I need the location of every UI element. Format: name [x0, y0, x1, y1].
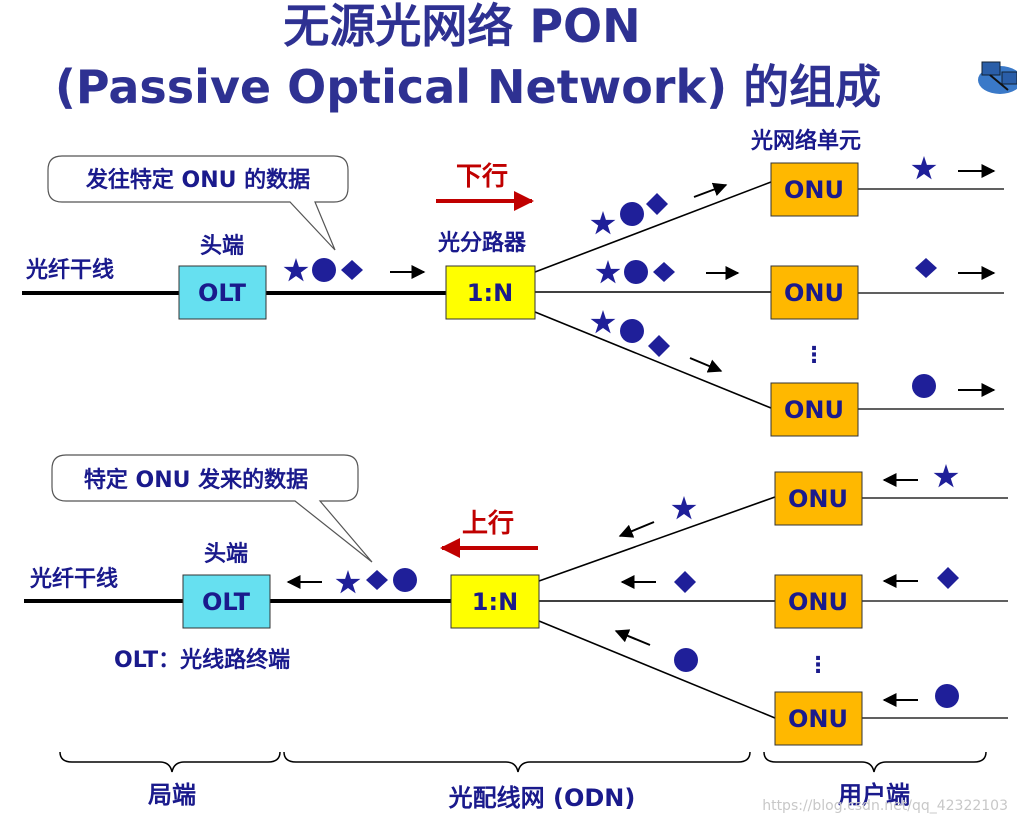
downstream-branch-1-packets [590, 182, 728, 235]
circle-icon [912, 374, 936, 398]
upstream-branch-packets [614, 496, 698, 672]
downstream-onu-3-text: ONU [784, 396, 844, 424]
upstream-olt-box: OLT [182, 574, 271, 629]
star-icon [911, 156, 937, 180]
circle-icon [620, 202, 644, 226]
upstream-onu-3: ONU [774, 691, 863, 746]
upstream-onu-1-text: ONU [788, 485, 848, 513]
diamond-icon [366, 570, 388, 590]
diamond-icon [674, 571, 696, 593]
arrow-right-icon [689, 357, 723, 373]
downstream-onu-1-text: ONU [784, 176, 844, 204]
section-central-office: 局端 [148, 781, 196, 809]
upstream-onu-2: ONU [774, 574, 863, 629]
upstream-user-packets [882, 464, 959, 708]
upstream-head-label: 头端 [204, 542, 248, 567]
upstream-trunk-label: 光纤干线 [29, 566, 118, 592]
downstream-user-packets [911, 156, 996, 398]
diamond-icon [915, 258, 937, 278]
downstream-callout-text: 发往特定 ONU 的数据 [85, 167, 310, 193]
title-line-1: 无源光网络 PON [283, 0, 640, 53]
diamond-icon [937, 567, 959, 589]
upstream-onu-1: ONU [774, 471, 863, 526]
downstream-direction-label: 下行 [456, 161, 508, 192]
upstream-olt-text: OLT [202, 588, 251, 616]
watermark: https://blog.csdn.net/qq_42322103 [762, 798, 1008, 814]
circle-icon [674, 648, 698, 672]
star-icon [595, 260, 621, 284]
diamond-icon [653, 262, 675, 282]
brace-user-side [763, 751, 987, 773]
arrow-left-icon [614, 629, 651, 646]
downstream-ellipsis: ⋮ [803, 343, 825, 368]
circle-icon [312, 258, 336, 282]
star-icon [590, 310, 616, 334]
star-icon [283, 258, 309, 282]
downstream-onu-1: ONU [770, 162, 859, 217]
upstream-ellipsis: ⋮ [807, 653, 829, 678]
star-icon [933, 464, 959, 488]
arrow-left-icon [618, 521, 655, 538]
brace-odn [283, 751, 751, 773]
upstream-onu-2-text: ONU [788, 588, 848, 616]
network-computers-icon [978, 61, 1017, 94]
downstream-olt-box: OLT [178, 265, 267, 320]
downstream-splitter-text: 1:N [467, 279, 513, 307]
star-icon [590, 211, 616, 235]
star-icon [335, 570, 361, 594]
diamond-icon [646, 193, 668, 215]
onu-group-label: 光网络单元 [750, 128, 861, 154]
downstream-olt-text: OLT [198, 279, 247, 307]
splitter-label: 光分路器 [437, 230, 527, 256]
upstream-splitter-text: 1:N [472, 588, 518, 616]
title-line-2: (Passive Optical Network) 的组成 [55, 60, 881, 114]
upstream-trunk-packets [286, 568, 417, 594]
downstream-head-label: 头端 [200, 234, 244, 259]
diamond-icon [341, 260, 363, 280]
downstream-onu-2: ONU [770, 265, 859, 320]
star-icon [671, 496, 697, 520]
circle-icon [620, 319, 644, 343]
arrow-right-icon [693, 182, 728, 198]
downstream-onu-2-text: ONU [784, 279, 844, 307]
downstream-branch-1 [534, 181, 772, 273]
upstream-splitter-box: 1:N [450, 574, 540, 629]
diamond-icon [648, 335, 670, 357]
section-odn: 光配线网 (ODN) [448, 784, 636, 812]
upstream-branch-1 [538, 496, 776, 582]
downstream-onu-3: ONU [770, 382, 859, 437]
downstream-callout: 发往特定 ONU 的数据 [47, 155, 349, 251]
circle-icon [393, 568, 417, 592]
upstream-callout: 特定 ONU 发来的数据 [51, 454, 373, 563]
circle-icon [624, 260, 648, 284]
upstream-callout-text: 特定 ONU 发来的数据 [84, 467, 308, 493]
downstream-branch-3 [534, 311, 772, 409]
downstream-branch-3-packets [590, 310, 723, 373]
downstream-trunk-packets [283, 258, 426, 282]
olt-definition: OLT：光线路终端 [114, 647, 290, 673]
downstream-splitter-box: 1:N [445, 265, 536, 320]
downstream-branch-2-packets [595, 260, 740, 284]
section-user-side: 用户端 [838, 781, 910, 809]
brace-central-office [59, 751, 281, 773]
upstream-onu-3-text: ONU [788, 705, 848, 733]
upstream-branch-3 [538, 620, 776, 719]
circle-icon [935, 684, 959, 708]
upstream-direction-label: 上行 [462, 508, 514, 539]
downstream-trunk-label: 光纤干线 [25, 257, 114, 283]
